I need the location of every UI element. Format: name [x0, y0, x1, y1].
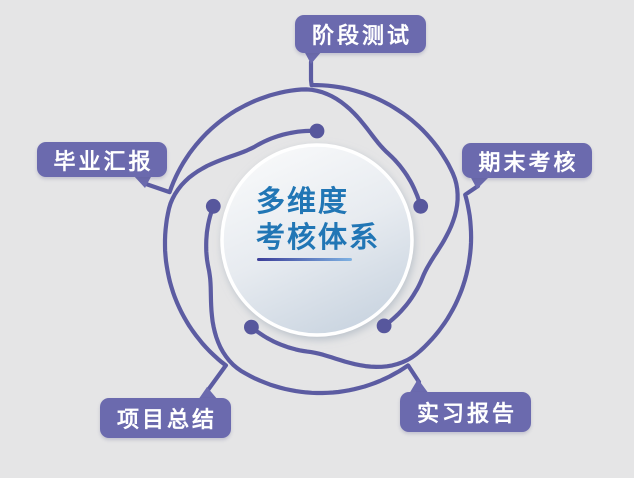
arc-end-dot-stage-test [376, 318, 392, 334]
callout-pointer-stage-test [304, 51, 322, 64]
spiral-arc-internship-report [204, 204, 422, 396]
spiral-arc-project-summary [162, 128, 320, 393]
spiral-arc-graduation-presentation [143, 87, 423, 209]
arc-end-dot-final-exam [244, 319, 259, 335]
callout-graduation-presentation: 毕业汇报 [37, 142, 167, 177]
diagram-title-line1: 多维度 [256, 186, 350, 218]
callout-pointer-project-summary [198, 387, 218, 400]
callout-pointer-internship-report [409, 379, 429, 394]
callout-stage-test: 阶段测试 [295, 15, 426, 53]
diagram-title-line2: 考核体系 [256, 222, 381, 254]
callout-internship-report: 实习报告 [400, 392, 531, 432]
arc-end-dot-project-summary [309, 123, 325, 139]
callout-pointer-final-exam [470, 176, 490, 189]
callout-project-summary: 项目总结 [100, 398, 231, 438]
callout-final-exam: 期末考核 [462, 143, 592, 178]
center-circle [220, 143, 414, 337]
diagram-title: 多维度 考核体系 [256, 184, 380, 256]
spiral-arc-final-exam [249, 183, 481, 369]
callout-pointer-graduation-presentation [133, 175, 152, 188]
spiral-arc-stage-test [308, 59, 460, 328]
arc-end-dot-graduation-presentation [413, 198, 429, 214]
title-underline [257, 258, 352, 261]
arc-end-dot-internship-report [205, 198, 221, 214]
